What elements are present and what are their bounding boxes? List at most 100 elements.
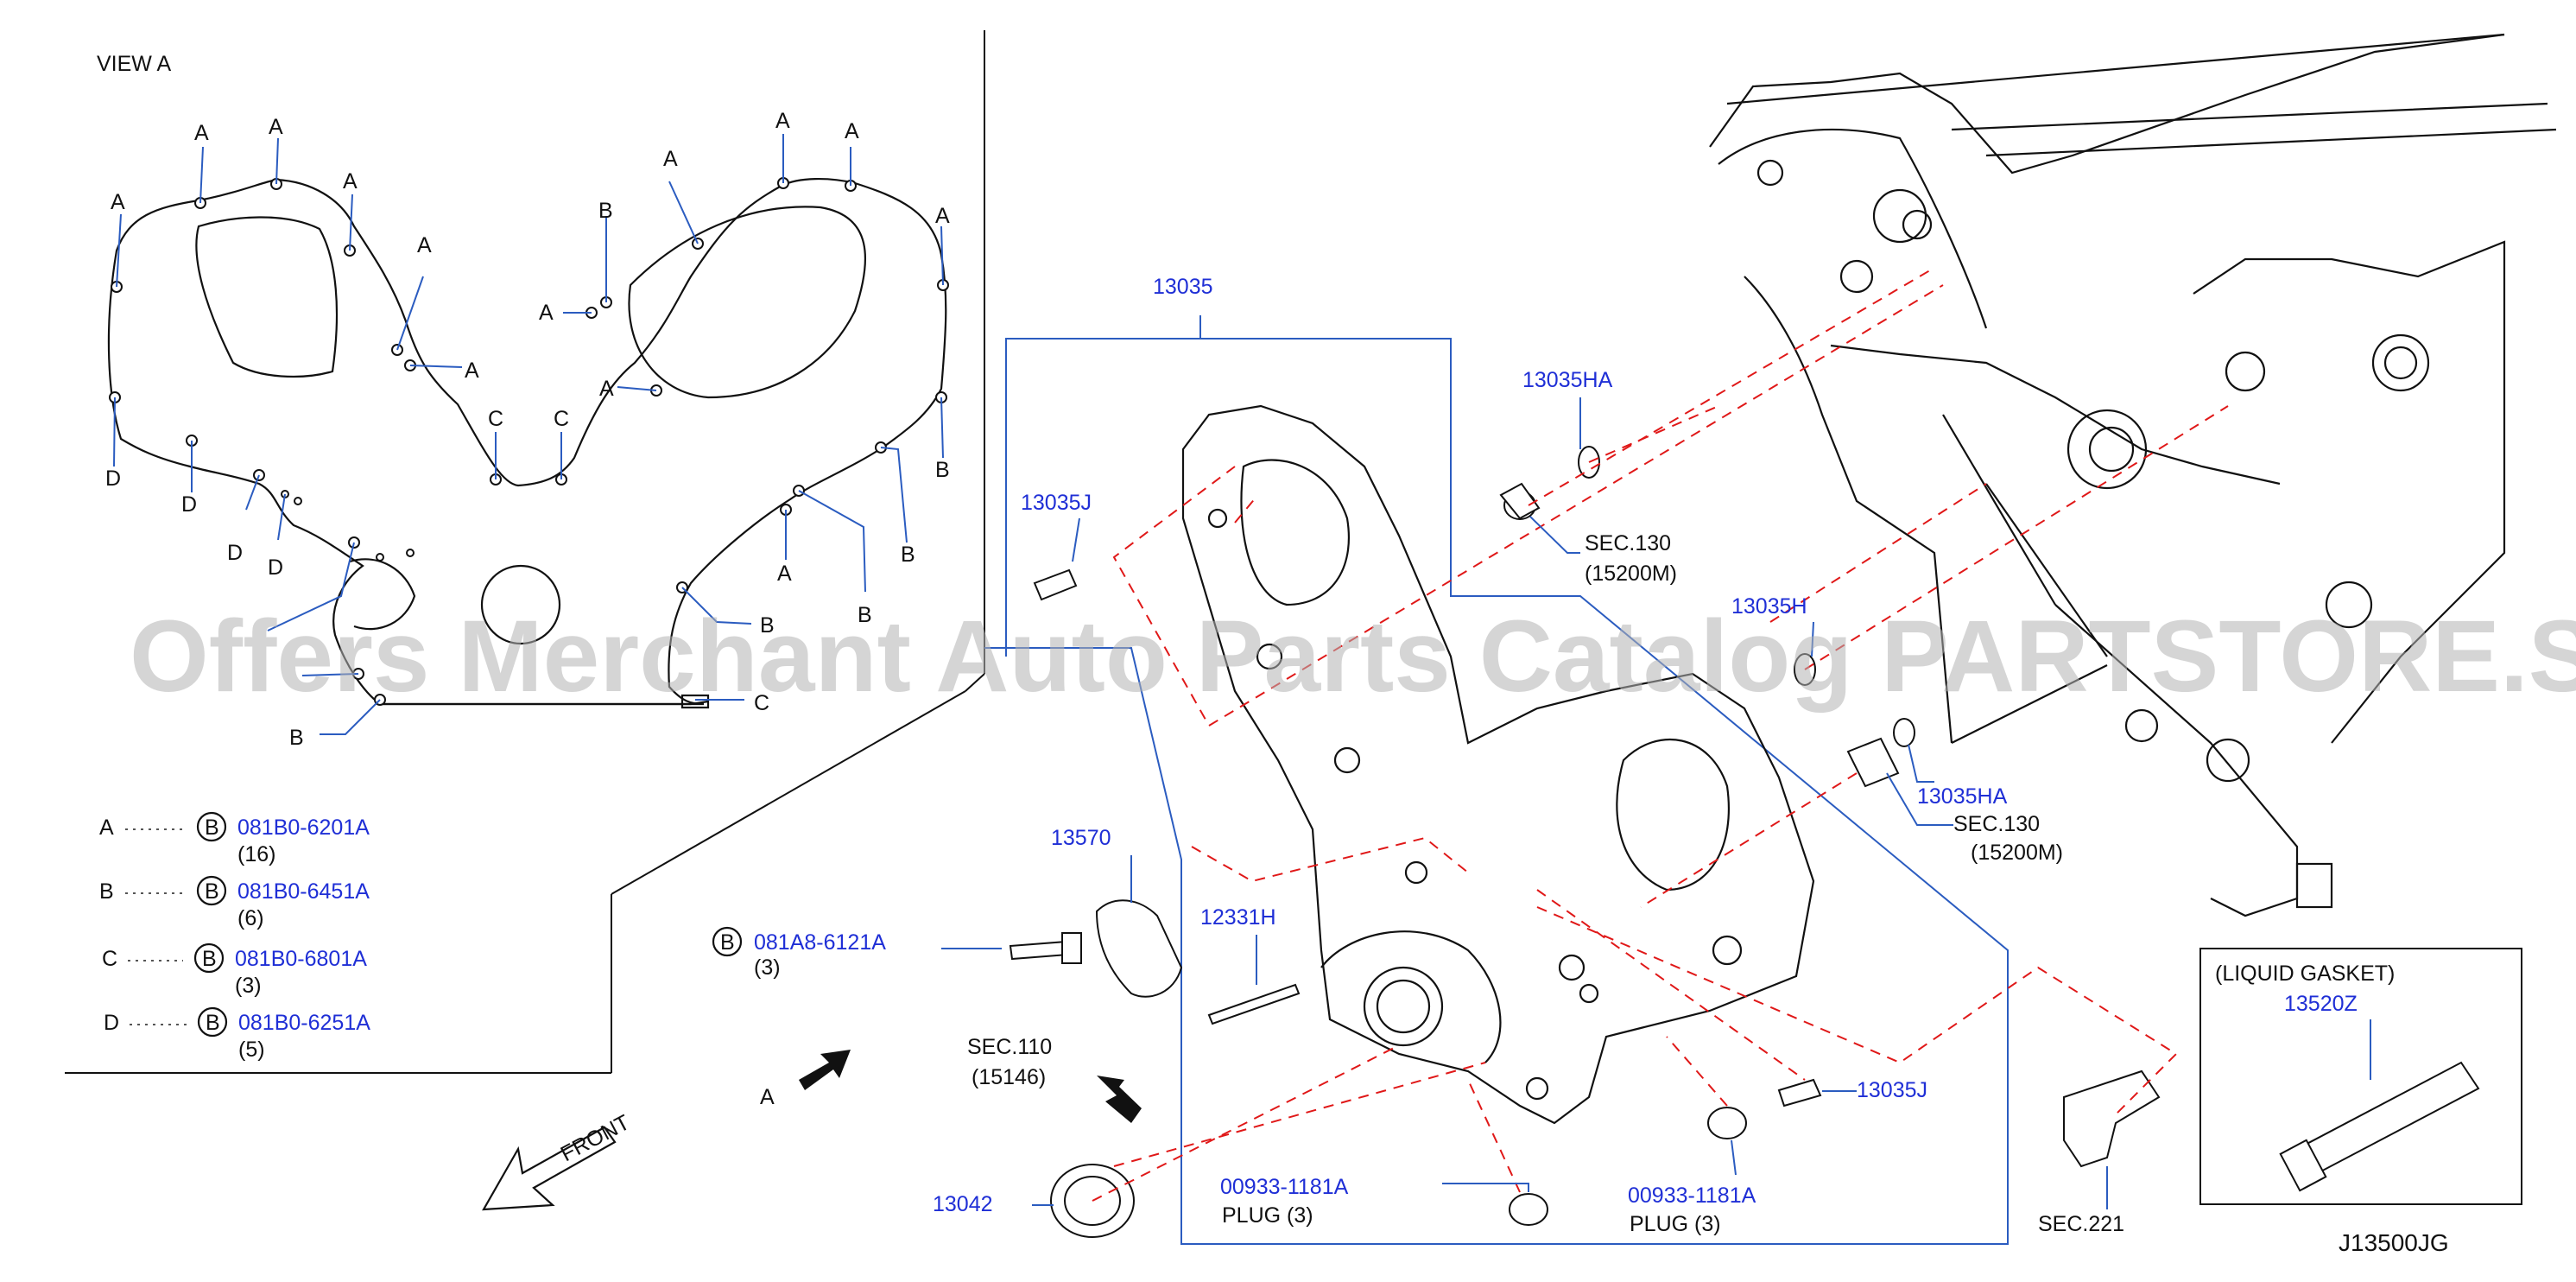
- bolt-part-number: 081B0-6201A: [237, 816, 370, 840]
- bolt-letter-c: C: [754, 691, 769, 715]
- bolt: [1009, 940, 1070, 961]
- bolt-part-number: 081A8-6121A: [754, 930, 886, 955]
- pin-12331h: [1207, 983, 1301, 1025]
- bolt-letter-a: A: [194, 121, 209, 145]
- left-gasket-window: [195, 216, 339, 378]
- collar-body: [1846, 737, 1900, 788]
- svg-text:B: B: [99, 879, 114, 904]
- plug-text: PLUG (3): [1222, 1203, 1313, 1228]
- sec110-sub: (15146): [972, 1065, 1046, 1089]
- view-title: VIEW A: [97, 52, 171, 76]
- part-13042: 13042: [933, 1192, 993, 1216]
- bolt-qty: (3): [235, 974, 262, 998]
- view-a-arrow-label: A: [760, 1085, 775, 1109]
- liquid-gasket-title: (LIQUID GASKET): [2215, 962, 2395, 986]
- svg-text:B: B: [205, 816, 219, 840]
- bolt-part-number: 081B0-6451A: [237, 879, 370, 904]
- bolt-letter-b: B: [598, 199, 613, 223]
- dowel-pin: [1033, 568, 1078, 601]
- sec221-label: SEC.221: [2038, 1212, 2124, 1236]
- bolt-letter-a: A: [539, 301, 554, 325]
- front-label: FRONT: [557, 1110, 634, 1166]
- part-13570: 13570: [1051, 826, 1111, 850]
- tube-cap: [2279, 1139, 2327, 1192]
- liquid-gasket-tube: [2295, 1061, 2480, 1177]
- part-13035j: 13035J: [1857, 1078, 1927, 1102]
- bolt-key-row: A B 081B0-6201A (16): [99, 811, 370, 866]
- bolt-letter-c: C: [488, 407, 503, 431]
- part-leaders: [941, 397, 2371, 1209]
- collar-body: [1499, 482, 1541, 520]
- part-13035j: 13035J: [1021, 491, 1092, 515]
- bolt-letter-b: B: [901, 543, 915, 567]
- dowel-pin: [1777, 1078, 1822, 1107]
- part-13520z: 13520Z: [2284, 992, 2358, 1016]
- part-13035ha: 13035HA: [1522, 368, 1613, 392]
- bolt-letter-a: A: [935, 204, 950, 228]
- sec110-label: SEC.110: [967, 1035, 1052, 1059]
- view-leaders: [113, 134, 944, 735]
- pump-outline: [349, 558, 416, 631]
- bolt-letter-a: A: [417, 233, 432, 257]
- svg-text:B: B: [205, 879, 219, 904]
- part-13035h: 13035H: [1731, 594, 1807, 619]
- bolt-letter-a: A: [111, 190, 125, 214]
- sec110-arrow: [1097, 1076, 1142, 1123]
- bolt-key-row: B B 081B0-6451A (6): [99, 875, 370, 930]
- plug: [1509, 1193, 1548, 1226]
- view-bolt-letters: A A A A A A C C A A B A A A A B B B A B …: [105, 109, 950, 750]
- bolt-letter-d: D: [227, 541, 243, 565]
- bolt-letter-b: B: [858, 603, 872, 627]
- front-arrow: FRONT: [482, 1110, 634, 1211]
- plug: [1707, 1107, 1747, 1139]
- engine-block: [1709, 33, 2557, 917]
- bolt-letter-d: D: [268, 555, 283, 580]
- bolt-qty: (5): [238, 1038, 265, 1062]
- part-13035ha: 13035HA: [1917, 784, 2008, 809]
- svg-text:B: B: [206, 1011, 220, 1035]
- bolt-part-number: 081B0-6251A: [238, 1011, 370, 1035]
- bolt-letter-a: A: [269, 115, 283, 139]
- svg-text:B: B: [202, 947, 217, 971]
- bolt-letter-d: D: [105, 466, 121, 491]
- part-labels: 13035 13035HA 13035J SEC.130 (15200M) 13…: [712, 275, 2522, 1256]
- bolt-key-row: C B 081B0-6801A (3): [102, 942, 367, 998]
- plug-part-number: 00933-1181A: [1628, 1184, 1756, 1208]
- bolt-letter-a: A: [775, 109, 790, 133]
- plug-text: PLUG (3): [1630, 1212, 1721, 1236]
- bolt-letter-b: B: [289, 726, 304, 750]
- bolt-part-number: 081B0-6801A: [235, 947, 367, 971]
- sec130-label: SEC.130: [1585, 531, 1671, 555]
- bolt-letter-a: A: [465, 359, 479, 383]
- bolt-key-row: D B 081B0-6251A (5): [104, 1006, 370, 1062]
- bolt-letter-d: D: [181, 492, 197, 517]
- bolt-head: [1061, 932, 1082, 964]
- svg-text:A: A: [99, 816, 114, 840]
- bolt-letter-a: A: [845, 119, 859, 143]
- sec130-label: SEC.130: [1953, 812, 2040, 836]
- bracket-13035: [984, 315, 2009, 1245]
- bolt-letter-a: A: [599, 377, 614, 401]
- bolt-letter-a: A: [663, 147, 678, 171]
- plug-part-number: 00933-1181A: [1220, 1175, 1349, 1199]
- bolt-circle-marker: [712, 926, 743, 957]
- round-window: [480, 564, 561, 645]
- bolt-letter-c: C: [554, 407, 569, 431]
- svg-text:D: D: [104, 1011, 119, 1035]
- part-13035: 13035: [1153, 275, 1213, 299]
- bolt-key-legend: A B 081B0-6201A (16) B B 081B0-6451A (6)…: [99, 811, 370, 1062]
- sec130-sub: (15200M): [1585, 562, 1677, 586]
- bolt-letter-a: A: [343, 169, 358, 194]
- gasket-13570: [1095, 899, 1183, 998]
- view-a-arrow: A: [760, 1050, 851, 1109]
- part-12331h: 12331H: [1200, 905, 1276, 930]
- sec130-sub: (15200M): [1971, 841, 2063, 865]
- svg-text:C: C: [102, 947, 117, 971]
- bolt-letter-b: B: [760, 613, 775, 638]
- bolt-circle-letter: B: [720, 930, 735, 955]
- liquid-gasket-box: [2199, 948, 2522, 1205]
- right-gasket-window: [628, 206, 867, 399]
- bolt-qty: (3): [754, 955, 781, 980]
- bolt-letter-b: B: [935, 458, 950, 482]
